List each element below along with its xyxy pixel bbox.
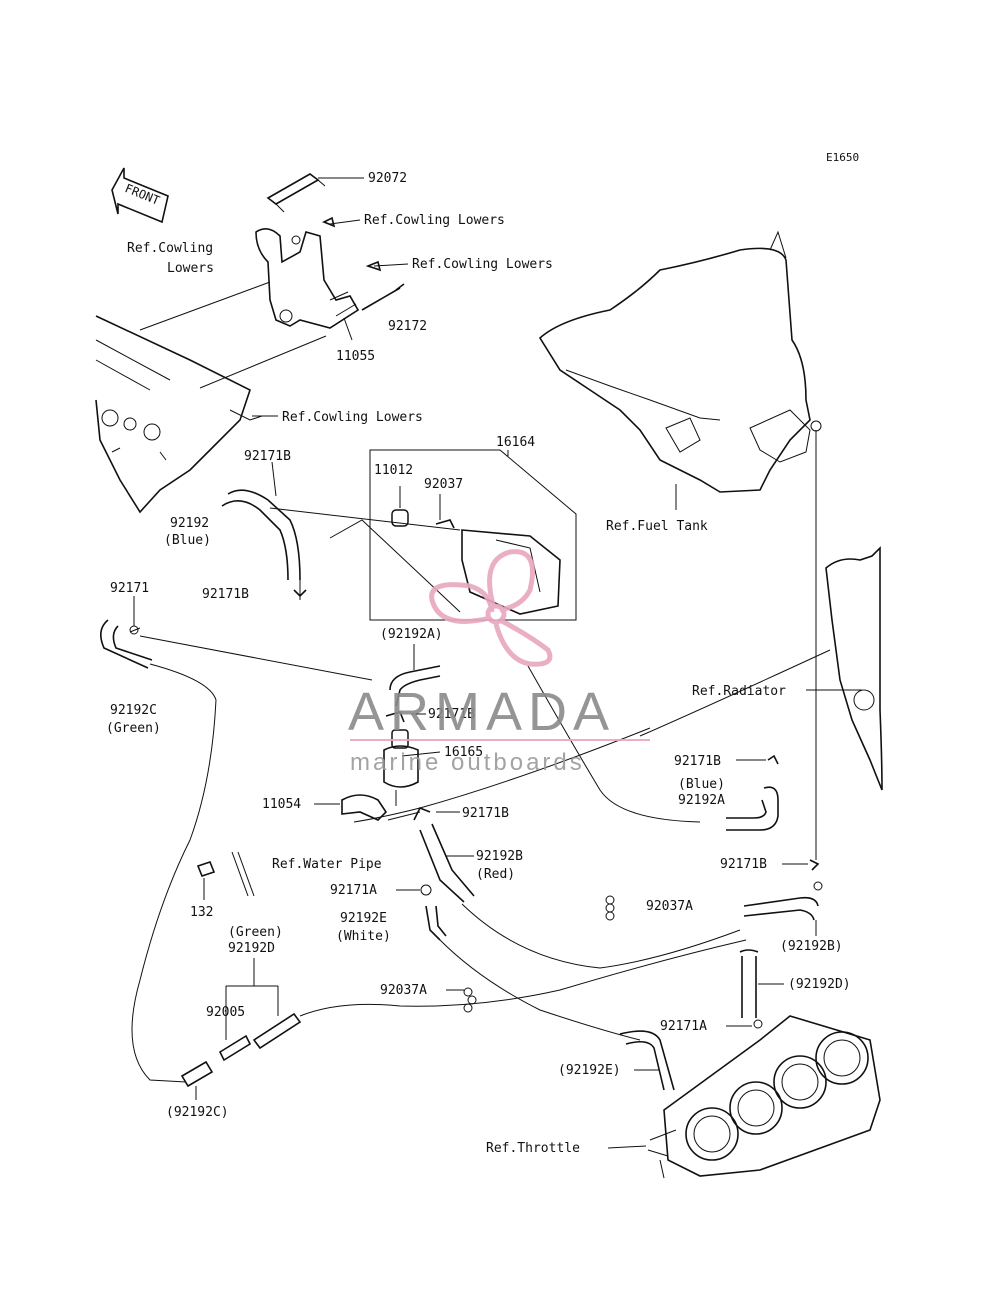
clamp-11054: [314, 727, 651, 823]
mounting-bracket: [255, 216, 409, 341]
callout-ref-radiator: Ref.Radiator: [692, 684, 786, 699]
callout-92171B-top: 92171B: [244, 449, 291, 464]
radiator: [639, 430, 883, 860]
strap-92072: [266, 173, 364, 213]
callout-92192D-green-a: (Green): [228, 925, 283, 940]
frame-section: [95, 281, 327, 514]
callout-92192E-a: 92192E: [340, 911, 387, 926]
callout-92192A-blue-a: (Blue): [678, 777, 725, 792]
throttle-body-assembly: [607, 1015, 881, 1179]
front-arrow-icon: FRONT: [111, 167, 169, 224]
callout-92005: 92005: [206, 1005, 245, 1020]
callout-11054: 11054: [262, 797, 301, 812]
hose-92192-blue: [221, 461, 461, 613]
hose-92192E-lower: [619, 1030, 675, 1091]
callout-92072: 92072: [368, 171, 407, 186]
callout-92171B-r2: 92171B: [720, 857, 767, 872]
hose-92192D-green: [180, 939, 747, 1088]
callout-92192D-paren: (92192D): [788, 977, 851, 992]
callout-92037: 92037: [424, 477, 463, 492]
callout-16164: 16164: [496, 435, 535, 450]
callout-92192C-paren: (92192C): [166, 1105, 229, 1120]
watermark: ARMADA marine outboards: [348, 549, 650, 776]
callout-92192-blue-a: 92192: [170, 516, 209, 531]
callout-ref-cowling-3: Ref.Cowling Lowers: [412, 257, 553, 272]
callout-132: 132: [190, 905, 213, 920]
callout-92192C-a: 92192C: [110, 703, 157, 718]
callout-92171A-mid: 92171A: [330, 883, 377, 898]
callout-92171B-right: 92171B: [674, 754, 721, 769]
callout-16165: 16165: [444, 745, 483, 760]
callout-92192B-b: (Red): [476, 867, 515, 882]
callout-92037A-r: 92037A: [646, 899, 693, 914]
callout-92171B-lower: 92171B: [462, 806, 509, 821]
hose-92192A-blue: [527, 665, 779, 831]
callout-92171A-low: 92171A: [660, 1019, 707, 1034]
fuel-tank: [538, 230, 822, 510]
callout-92171B-mid: 92171B: [428, 707, 475, 722]
callout-92171B-left: 92171B: [202, 587, 249, 602]
callout-92172: 92172: [388, 319, 427, 334]
callout-ref-cowling-2b: Lowers: [167, 261, 214, 276]
hose-92192E-white: [396, 884, 741, 1041]
watermark-brand: ARMADA: [348, 682, 615, 742]
watermark-tagline: marine outboards: [350, 749, 585, 776]
callout-92192B-paren: (92192B): [780, 939, 843, 954]
propeller-logo-icon: [429, 549, 553, 667]
clip-92037A-center: [446, 987, 477, 1013]
callout-92192A-blue-b: 92192A: [678, 793, 725, 808]
callout-92192D-green-b: 92192D: [228, 941, 275, 956]
callout-ref-cowling-4: Ref.Cowling Lowers: [282, 410, 423, 425]
callout-92037A-c: 92037A: [380, 983, 427, 998]
hose-92192B-right: [743, 859, 823, 936]
callout-ref-throttle: Ref.Throttle: [486, 1141, 580, 1156]
callout-92192E-b: (White): [336, 929, 391, 944]
callout-92192C-b: (Green): [106, 721, 161, 736]
callout-92192A-paren: (92192A): [380, 627, 443, 642]
hose-92192C-green: [100, 596, 373, 1083]
clip-92037A-right: [605, 895, 615, 921]
hose-92192B-red: [413, 806, 475, 903]
callout-92171: 92171: [110, 581, 149, 596]
callout-ref-cowling-1: Ref.Cowling Lowers: [364, 213, 505, 228]
hose-92192D-right: [726, 949, 784, 1029]
callout-92192E-paren: (92192E): [558, 1063, 621, 1078]
callout-ref-fuel-tank: Ref.Fuel Tank: [606, 519, 708, 534]
callout-11012: 11012: [374, 463, 413, 478]
canister-group: [369, 449, 577, 621]
callout-11055: 11055: [336, 349, 375, 364]
callout-92192-blue-b: (Blue): [164, 533, 211, 548]
callout-ref-cowling-2a: Ref.Cowling: [127, 241, 213, 256]
diagram-code: E1650: [826, 151, 859, 164]
callout-ref-water-pipe: Ref.Water Pipe: [272, 857, 382, 872]
callout-92192B-a: 92192B: [476, 849, 523, 864]
bolt-132: [196, 851, 255, 900]
